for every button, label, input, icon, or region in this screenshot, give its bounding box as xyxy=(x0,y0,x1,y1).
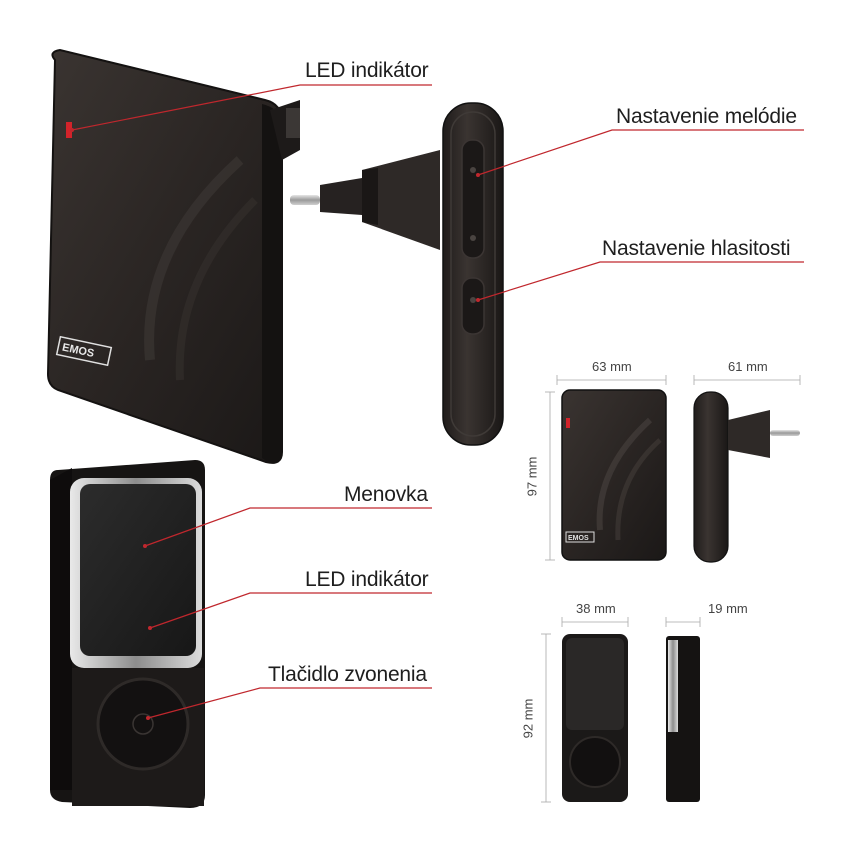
dim-receiver-depth: 61 mm xyxy=(728,359,768,374)
receiver-side xyxy=(290,102,504,446)
callout-receiver-led: LED indikátor xyxy=(305,59,429,82)
emos-logo-small: EMOS xyxy=(568,535,589,542)
dim-button-depth: 19 mm xyxy=(708,601,748,616)
callout-melody-setting: Nastavenie melódie xyxy=(616,105,797,128)
callout-ring-button: Tlačidlo zvonenia xyxy=(268,663,427,686)
nameplate-panel xyxy=(80,484,196,656)
receiver-front-small: EMOS xyxy=(561,389,667,561)
ring-button xyxy=(96,677,190,771)
callout-nameplate: Menovka xyxy=(344,483,428,506)
dim-receiver-height: 97 mm xyxy=(524,456,540,497)
receiver-led xyxy=(66,122,72,138)
receiver-side-small xyxy=(693,391,800,563)
callout-lines xyxy=(71,84,804,719)
button-side-small xyxy=(666,636,700,802)
push-button-front xyxy=(50,460,205,808)
receiver-front xyxy=(46,48,300,464)
dimension-lines xyxy=(541,375,801,803)
button-front-small xyxy=(562,634,628,802)
dim-button-width: 38 mm xyxy=(576,601,616,616)
dim-receiver-width: 63 mm xyxy=(592,359,632,374)
callout-volume-setting: Nastavenie hlasitosti xyxy=(602,237,791,260)
callout-button-led: LED indikátor xyxy=(305,568,429,591)
dim-button-height: 92 mm xyxy=(520,698,536,739)
